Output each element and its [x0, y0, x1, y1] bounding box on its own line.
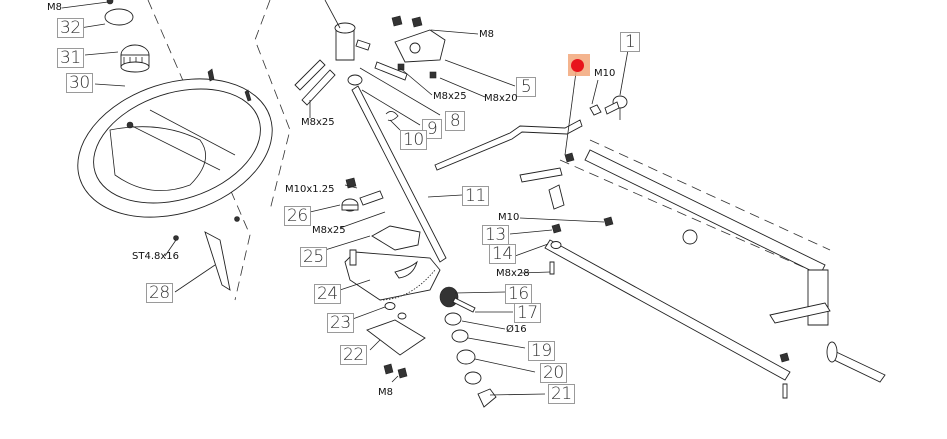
dashed-guide-mid	[254, 0, 291, 211]
leader-lines	[61, 1, 629, 396]
arm-26	[341, 177, 384, 266]
dashed-guide-left	[147, 0, 251, 301]
callout-26: 26	[284, 206, 311, 226]
plate-22	[366, 302, 426, 379]
callout-9: 9	[422, 119, 442, 139]
label-m8-top: M8	[47, 2, 62, 13]
callout-31: 31	[57, 48, 84, 68]
callout-22: 22	[340, 345, 367, 365]
column-sleeve-28	[173, 216, 240, 291]
callout-16: 16	[505, 284, 532, 304]
callout-1: 1	[620, 32, 640, 52]
sector-gear-24	[344, 251, 441, 301]
callout-10: 10	[400, 130, 427, 150]
callout-25: 25	[300, 247, 327, 267]
callout-28: 28	[146, 283, 173, 303]
pinion-stack	[439, 286, 497, 408]
label-m8x25-left: M8x25	[301, 117, 335, 128]
callout-32: 32	[57, 18, 84, 38]
label-m8-bracket: M8	[479, 29, 494, 40]
callout-17: 17	[514, 303, 541, 323]
callout-24: 24	[314, 284, 341, 304]
bracket-5	[391, 15, 446, 79]
callout-14: 14	[489, 244, 516, 264]
callout-30: 30	[66, 73, 93, 93]
callout-19: 19	[528, 341, 555, 361]
label-diameter-16: Ø16	[506, 324, 527, 335]
label-m10-mid: M10	[498, 212, 520, 223]
plate-25	[371, 225, 421, 251]
bolts-m8x25	[294, 39, 408, 106]
clip-10	[385, 111, 399, 121]
label-m8-bottom: M8	[378, 387, 393, 398]
label-m8x25-plate: M8x25	[312, 225, 346, 236]
dashed-guide-frame	[559, 139, 831, 271]
callout-11: 11	[462, 186, 489, 206]
callout-5: 5	[516, 77, 536, 97]
label-m8x28: M8x28	[496, 268, 530, 279]
control-rod	[434, 119, 583, 171]
callout-20: 20	[540, 363, 567, 383]
ball-joint-1	[589, 95, 628, 120]
hub-31	[120, 44, 150, 73]
callout-23: 23	[327, 313, 354, 333]
red-dot-marker	[571, 59, 584, 72]
callout-8: 8	[445, 111, 465, 131]
callout-21: 21	[548, 384, 575, 404]
steering-shaft-11	[324, 0, 447, 263]
cap-plate-32	[104, 8, 134, 26]
label-st4-8x16: ST4.8x16	[132, 251, 180, 262]
label-m8x25-mid: M8x25	[433, 91, 467, 102]
steering-wheel	[77, 68, 273, 218]
label-m10x1-25: M10x1.25	[285, 184, 335, 195]
label-m10-top: M10	[594, 68, 616, 79]
label-m8x20: M8x20	[484, 93, 518, 104]
callout-13: 13	[482, 225, 509, 245]
tie-rod-14	[544, 223, 791, 399]
front-axle	[519, 149, 886, 383]
